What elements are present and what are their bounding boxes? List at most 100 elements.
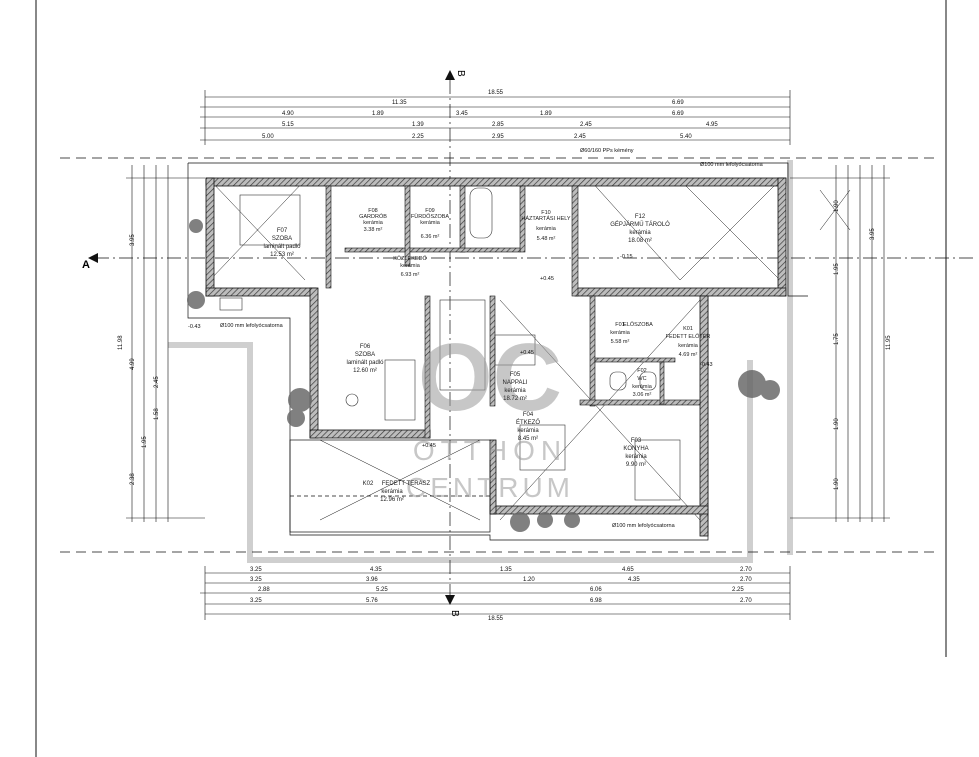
room-f06: F06 SZOBA laminált padló 12.60 m² (346, 344, 384, 374)
room-f06-id: F06 (360, 344, 371, 350)
top-dim-r1-1: 6.69 (672, 100, 684, 106)
level-mark-4: -0.43 (700, 362, 713, 368)
bottom-dim-total: 18.55 (488, 616, 504, 622)
bottom-dim-r3-2: 6.06 (590, 587, 602, 593)
terrace-outline (289, 439, 491, 533)
shrub-3 (288, 388, 312, 412)
bathtub (469, 187, 493, 239)
room-f01: F01 ELŐSZOBA kerámia 5.58 m² (610, 321, 653, 345)
section-label-a: A (82, 259, 90, 271)
bottom-dim-r4-2: 6.98 (590, 598, 602, 604)
section-marker-b-bottom: B (445, 595, 460, 617)
room-f12-name: GÉPJÁRMŰ TÁROLÓ (610, 221, 670, 228)
room-f01-floor: kerámia (610, 330, 631, 336)
top-dim-r2-4: 6.69 (672, 111, 684, 117)
room-k01-area: 4.69 m² (679, 352, 698, 358)
bed-f06 (384, 359, 416, 421)
room-f02-area: 3.06 m² (633, 392, 652, 398)
room-k02-id: K02 (363, 481, 374, 487)
top-dim-r4-4: 5.40 (680, 134, 692, 140)
furniture (219, 187, 681, 501)
top-dim-r3-3: 2.45 (580, 122, 592, 128)
top-dim-r3-4: 4.95 (706, 122, 718, 128)
sofa (439, 299, 486, 391)
table-living (494, 334, 536, 366)
room-k02-name: FEDETT TERASZ (382, 481, 431, 487)
bottom-dim-r4-3: 2.70 (740, 598, 752, 604)
room-f12-id: F12 (635, 214, 646, 220)
room-k02: K02 FEDETT TERASZ kerámia 12.96 m² (363, 481, 431, 503)
bottom-dim-r1-4: 2.70 (740, 567, 752, 573)
room-f02-id: F02 (637, 368, 646, 374)
room-k01-name: FEDETT ELŐTÉR (666, 333, 711, 340)
top-dim-r1-0: 11.35 (392, 100, 407, 106)
room-k01-floor: kerámia (678, 343, 699, 349)
room-f11-area: 6.93 m² (401, 272, 420, 278)
interior-walls (325, 185, 701, 439)
paving-outline (168, 160, 793, 563)
watermark: OC OTTHON CENTRUM (406, 324, 574, 503)
top-dim-r4-1: 2.25 (412, 134, 424, 140)
left-dim-4: 1.95 (142, 436, 148, 448)
top-dim-r4-0: 5.00 (262, 134, 274, 140)
site-boundary (60, 157, 940, 553)
left-dim-2: 4.99 (130, 358, 136, 370)
room-f09: F09 FÜRDŐSZOBA kerámia 6.36 m² (411, 208, 450, 240)
room-f07: F07 SZOBA laminált padló 12.53 m² (263, 228, 301, 258)
top-dim-r3-1: 1.39 (412, 122, 424, 128)
room-k02-floor: kerámia (381, 489, 403, 495)
shrub-7 (510, 512, 530, 532)
room-f05-area: 18.72 m² (503, 396, 527, 402)
room-f09-id: F09 (425, 208, 434, 214)
bottom-dim-r2-2: 1.20 (523, 577, 535, 583)
room-f03-name: KONYHA (623, 446, 648, 452)
room-f12-area: 18.08 m² (628, 238, 652, 244)
top-dim-r2-2: 3.45 (456, 111, 468, 117)
shrub-2 (189, 219, 203, 233)
room-f09-area: 6.36 m² (421, 234, 440, 240)
shrubs (187, 219, 780, 532)
room-f07-area: 12.53 m² (270, 252, 294, 258)
room-f04-id: F04 (523, 412, 534, 418)
room-f08-id: F08 (368, 208, 377, 214)
section-marker-a: A (82, 253, 98, 271)
watermark-line2: CENTRUM (406, 472, 574, 503)
top-dim-r2-1: 1.89 (372, 111, 384, 117)
roof-hip-lines (209, 179, 851, 521)
room-f03-floor: kerámia (625, 454, 647, 460)
downpipe-note-1: Ø100 mm lefolyócsatorna (700, 162, 764, 168)
room-f05-name: NAPPALI (503, 380, 528, 386)
shrub-8 (537, 512, 553, 528)
section-label-b-bottom: B (449, 610, 460, 617)
right-dim-0: 1.90 (834, 200, 840, 212)
left-dim-3: 2.45 (154, 376, 160, 388)
room-f10: F10 HÁZTARTÁSI HELY kerámia 5.48 m² (521, 210, 571, 242)
bottom-dim-r1-0: 3.25 (250, 567, 262, 573)
room-f03-area: 9.90 m² (626, 462, 646, 468)
room-f03: F03 KONYHA kerámia 9.90 m² (623, 438, 648, 468)
left-dim-5: 1.58 (154, 408, 160, 420)
level-mark-3: -0.15 (620, 254, 633, 260)
kitchen-counter (634, 439, 681, 501)
right-dim-5: 1.90 (834, 418, 840, 430)
room-f05-id: F05 (510, 372, 521, 378)
bottom-dim-r3-3: 2.25 (732, 587, 744, 593)
shrub-1 (187, 291, 205, 309)
room-k01-id: K01 (683, 326, 693, 332)
room-f06-area: 12.60 m² (353, 368, 377, 374)
left-dim-6: 2.38 (130, 473, 136, 485)
right-dim-1: 3.95 (870, 228, 876, 240)
top-dim-r4-3: 2.45 (574, 134, 586, 140)
top-dim-r2-0: 4.90 (282, 111, 294, 117)
chimney-note: Ø60/160 PPs kémény (580, 148, 634, 154)
bottom-dim-r1-2: 1.35 (500, 567, 512, 573)
bottom-dim-r4-1: 5.76 (366, 598, 378, 604)
top-dim-r4-2: 2.95 (492, 134, 504, 140)
right-dim-2: 1.95 (834, 263, 840, 275)
room-f02: F02 WC kerámia 3.06 m² (632, 368, 653, 398)
bed-f07 (239, 194, 301, 246)
level-mark-5: +0.45 (540, 276, 554, 282)
room-f07-id: F07 (277, 228, 288, 234)
room-f08: F08 GARDRÓB kerámia 3.38 m² (359, 208, 387, 233)
section-lines (95, 80, 975, 600)
